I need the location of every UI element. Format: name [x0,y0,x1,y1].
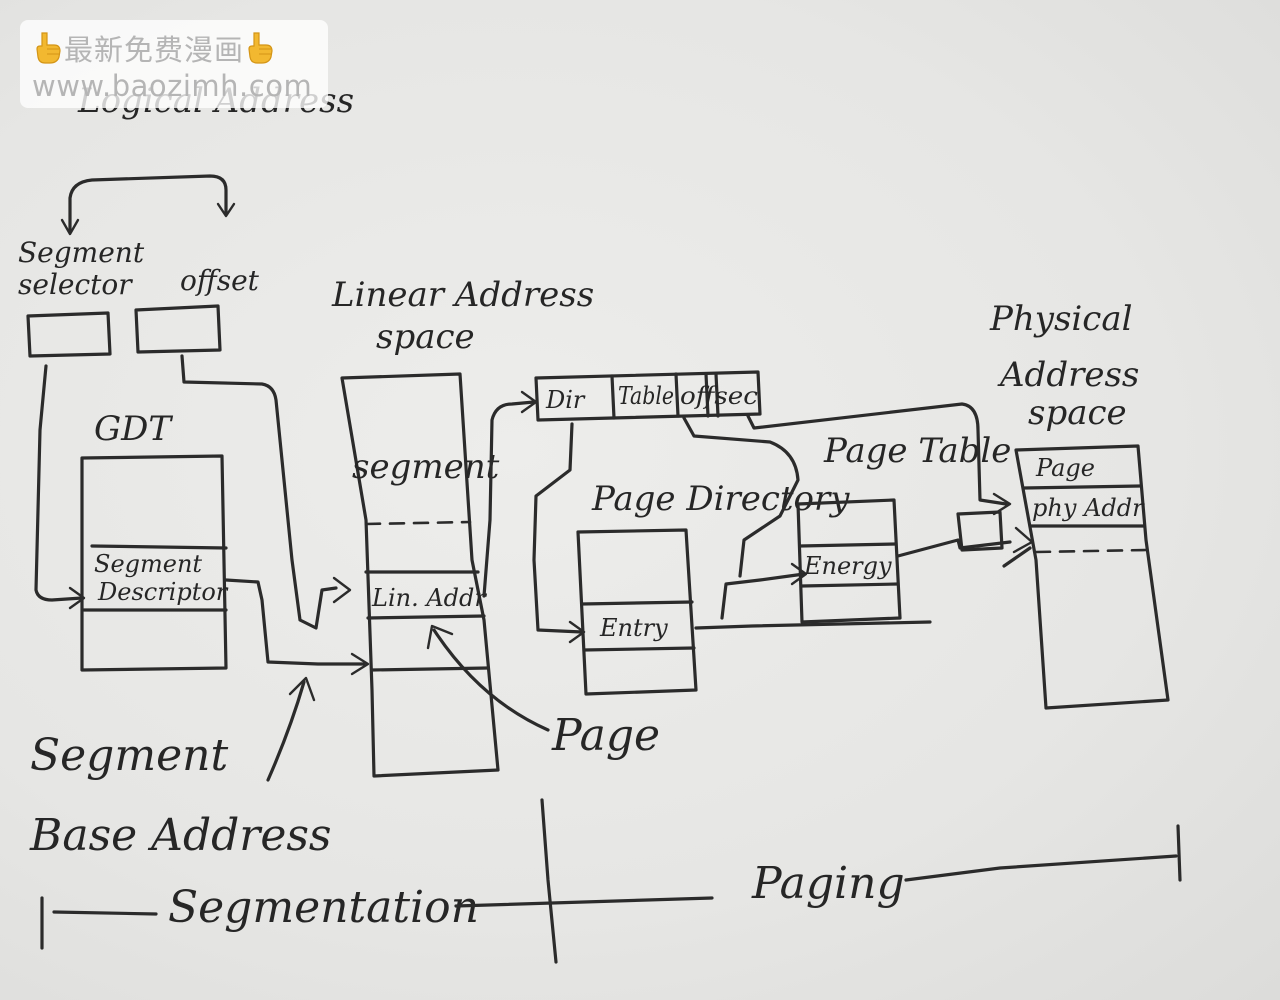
field-dir-label: Dir [545,386,586,414]
table-entry-bottom-line [800,582,900,588]
offset-box [134,304,222,354]
fields-divider-3 [704,372,710,418]
selector-to-descriptor-line [34,364,84,602]
base-address-arrow [266,680,306,782]
gdt-descriptor-top-line [90,544,228,550]
segment-selector-label-2: selector [18,268,133,301]
field-table-label: Table [618,382,674,410]
segment-selector-label-1: Segment [18,236,145,269]
logical-address-bracket [68,174,228,234]
linear-address-space-column [340,372,500,778]
segment-region-dashed-line [364,520,472,526]
directory-to-table-line [694,620,932,630]
segment-selector-box [26,311,112,358]
offset-label: offset [180,264,260,297]
offset-arrow-head [332,576,352,604]
phy-addr-label: phy Addr [1032,494,1145,522]
linear-address-fields-box [534,370,762,422]
physical-address-space-label-3: space [1028,393,1127,433]
table-field-to-page-table-line [682,416,800,578]
fields-divider-1 [610,374,616,420]
linear-address-space-label-1: Linear Address [331,275,594,315]
lin-addr-to-fields-line [482,400,536,598]
page-table-label: Page Table [823,431,1011,471]
watermark-line-1: 最新免费漫画 [32,28,316,68]
segment-base-address-label-1: Segment [30,730,228,781]
page-region-bottom-line [370,666,490,672]
linear-address-space-label-2: space [376,317,475,357]
segment-region-label: segment [352,447,500,487]
segment-base-address-label-2: Base Address [29,810,332,861]
page-table-entry-label: Energy [803,552,892,580]
bracket-arrow-head-2 [216,202,236,218]
gdt-table [80,454,228,672]
segment-descriptor-label-2: Descriptor [97,578,229,606]
physical-address-space-column [1014,444,1170,710]
page-directory-table [576,528,698,696]
table-entry-to-physical-line [896,538,1012,558]
physical-incoming-line [1002,546,1032,568]
paging-line [904,854,1178,882]
physical-page-top-line [1022,484,1142,490]
paging-end-tick [1176,824,1182,882]
watermark-text-1: 最新免费漫画 [64,33,245,67]
page-arrow-head [426,624,454,650]
descriptor-arrow-head [350,652,370,676]
fields-divider-2 [674,372,680,418]
watermark-line-2: www.baozimh.com [32,69,313,103]
physical-page-label: Page [1035,454,1095,482]
directory-to-table-entry-line [720,572,806,620]
page-arrow [432,628,550,732]
physical-bracket-box [956,510,1004,552]
physical-address-space-label-2: Address [997,355,1139,395]
bracket-arrow-head [60,218,80,236]
physical-address-space-label-1: Physical [989,299,1133,339]
offset-to-linear-line [180,354,338,630]
directory-entry-top-line [580,600,694,606]
watermark-badge: 最新免费漫画 www.baozimh.com [20,20,328,108]
pointing-down-hand-icon [32,31,64,65]
page-directory-entry-label: Entry [599,614,668,642]
directory-entry-bottom-line [582,646,696,652]
descriptor-to-linear-line [224,578,366,666]
lin-addr-bottom-line [366,614,486,620]
segmentation-paging-divider [540,798,558,964]
dir-to-directory-entry-line [532,422,584,634]
page-table [796,498,902,624]
page-directory-label: Page Directory [591,479,850,519]
segment-descriptor-label-1: Segment [94,550,202,578]
segmentation-start-line [52,910,158,916]
gdt-label: GDT [94,409,173,449]
page-label: Page [551,710,660,761]
pointing-down-hand-icon [244,31,276,65]
table-entry-arrow-head [790,562,808,586]
table-entry-top-line [798,542,898,548]
field-offset-label: offsec [680,382,758,410]
base-address-arrow-head [288,676,316,702]
offset-field-to-physical-line [746,402,1008,506]
segmentation-label: Segmentation [168,882,479,933]
selector-arrow-head [68,586,86,610]
lin-addr-label: Lin. Addr [371,584,487,612]
segmentation-end-line [454,896,714,908]
fields-divider-4 [714,372,720,418]
physical-page-dashed-line [1034,548,1148,554]
paging-label: Paging [751,858,905,909]
